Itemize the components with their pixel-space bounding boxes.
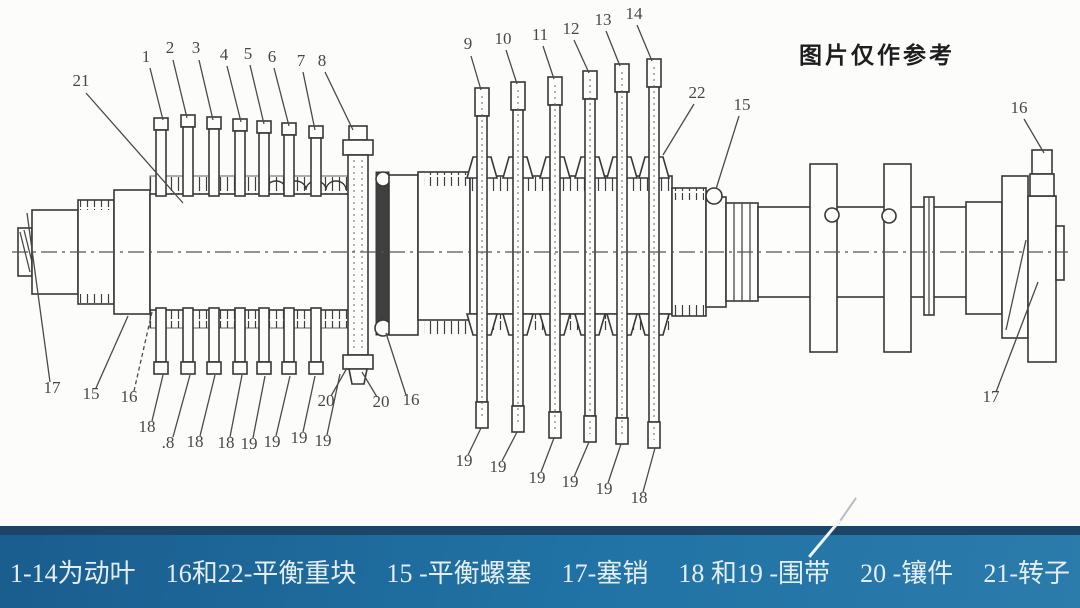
- callout-labels: 21 1 2 3 4 5 6 7 8 9 10 11 12 13 14 22 1…: [44, 4, 1028, 507]
- callout-label: 19: [562, 472, 579, 491]
- callout-label: 15: [83, 384, 100, 403]
- callout-label: 11: [532, 25, 548, 44]
- callout-label: 17: [44, 378, 62, 397]
- callout-label: 19: [264, 432, 281, 451]
- balance-plug-column: [342, 125, 374, 385]
- callout-label: 2: [166, 38, 175, 57]
- caption-part-balance-weights: 16和22-平衡重块: [165, 559, 357, 588]
- leader-lines: [26, 24, 1045, 525]
- callout-label: 20: [373, 392, 390, 411]
- balance-nut: [1031, 149, 1053, 175]
- callout-label: 6: [268, 47, 277, 66]
- balance-plug-15: [705, 187, 723, 205]
- callout-label: 12: [563, 19, 580, 38]
- callout-label: 16: [403, 390, 420, 409]
- caption-part-insert: 20 -镶件: [860, 559, 954, 588]
- callout-label: 3: [192, 38, 201, 57]
- bearing-disc-1: [809, 163, 838, 353]
- callout-label: 17: [983, 387, 1001, 406]
- balance-hole-top: [375, 171, 391, 187]
- callout-label: 21: [73, 71, 90, 90]
- callout-label: 5: [244, 44, 253, 63]
- caption-part-balance-plug: 15 -平衡螺塞: [386, 559, 532, 588]
- callout-label: 10: [495, 29, 512, 48]
- callout-label: 16: [121, 387, 138, 406]
- callout-label: 9: [464, 34, 473, 53]
- rotor-body: [17, 125, 1065, 385]
- callout-label: 19: [456, 451, 473, 470]
- callout-label: 19: [315, 431, 332, 450]
- callout-label: 19: [529, 468, 546, 487]
- callout-label: 4: [220, 45, 229, 64]
- hp-blades: [153, 114, 324, 375]
- callout-label: 18: [187, 432, 204, 451]
- caption-part-shroud: 18 和19 -围带: [678, 559, 831, 588]
- callout-label: 19: [291, 428, 308, 447]
- gland-scallops: [265, 180, 347, 191]
- callout-label: 19: [490, 457, 507, 476]
- caption-part-plug-pin: 17-塞销: [561, 559, 649, 588]
- callout-label: 16: [1011, 98, 1028, 117]
- callout-label: 19: [596, 479, 613, 498]
- callout-label: 8: [318, 51, 327, 70]
- lp-drum: [469, 175, 673, 315]
- reference-note: 图片仅作参考: [799, 43, 955, 69]
- callout-label: 20: [318, 391, 335, 410]
- callout-label: 18: [631, 488, 648, 507]
- oil-hole-2: [881, 208, 897, 224]
- callout-label: 18: [139, 417, 156, 436]
- caption-part-blades: 1-14为动叶: [10, 559, 136, 588]
- bearing-disc-2: [883, 163, 912, 353]
- callout-label: 22: [689, 83, 706, 102]
- callout-label: 18: [218, 433, 235, 452]
- callout-label: .8: [162, 433, 175, 452]
- mid-shaft: [417, 171, 471, 321]
- callout-label: 1: [142, 47, 151, 66]
- callout-label: 13: [595, 10, 612, 29]
- lp-blades: [465, 58, 671, 449]
- coupling-end: [965, 149, 1065, 363]
- rotor-diagram: 21 1 2 3 4 5 6 7 8 9 10 11 12 13 14 22 1…: [12, 4, 1068, 525]
- mid-step: [388, 174, 419, 336]
- callout-label: 14: [626, 4, 644, 23]
- caption-bar: 1-14为动叶 16和22-平衡重块 15 -平衡螺塞 17-塞销 18 和19…: [0, 526, 1080, 608]
- callout-label: 19: [241, 434, 258, 453]
- oil-hole-1: [824, 207, 840, 223]
- callout-label: 15: [734, 95, 751, 114]
- balance-ring-strip: [374, 171, 392, 337]
- callout-label: 7: [297, 51, 306, 70]
- caption-part-rotor: 21-转子: [983, 559, 1070, 588]
